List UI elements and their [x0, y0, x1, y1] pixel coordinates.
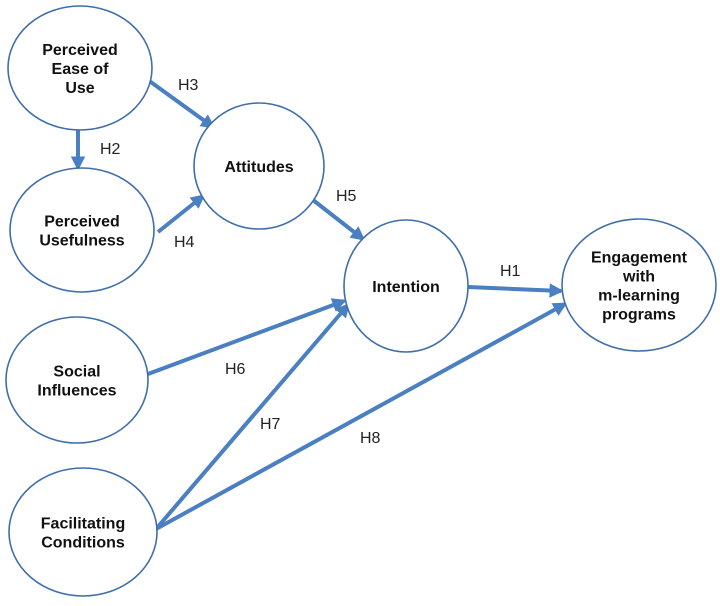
node-circle-facilitating — [8, 467, 158, 597]
node-circle-social — [5, 316, 149, 444]
node-label-line: with — [622, 269, 655, 286]
node-label-line: m-learning — [598, 288, 680, 305]
node-label-line: Perceived — [42, 42, 118, 59]
node-label-line: Influences — [37, 383, 116, 400]
arrow-intention-to-engagement — [467, 283, 564, 298]
node-label-line: Attitudes — [224, 159, 293, 176]
edge-label-h2: H2 — [100, 141, 121, 158]
node-label-line: Ease of — [52, 61, 110, 78]
node-label-attitudes: Attitudes — [224, 159, 293, 176]
node-label-line: Perceived — [44, 214, 120, 231]
node-circle-attitudes — [193, 102, 325, 230]
node-label-line: programs — [602, 307, 676, 324]
arrow-pu-to-attitudes — [156, 194, 206, 234]
edge-label-h6: H6 — [225, 361, 246, 378]
node-label-line: Engagement — [591, 250, 688, 267]
node-label-engagement: Engagement with m-learning programs — [591, 250, 688, 324]
node-circle-intention — [343, 219, 469, 353]
arrow-attitudes-to-intention — [311, 198, 366, 241]
edge-label-h3: H3 — [178, 77, 199, 94]
node-label-line: Social — [53, 364, 100, 381]
node-circle-peou — [7, 5, 153, 131]
node-label-line: Conditions — [41, 535, 125, 552]
node-attitudes: Attitudes — [193, 102, 325, 230]
arrow-social-to-intention — [147, 298, 347, 376]
node-intention: Intention — [343, 219, 469, 353]
edge-label-h4: H4 — [174, 234, 195, 251]
arrow-facilitating-to-engagement — [155, 302, 568, 531]
node-label-line: Usefulness — [39, 233, 124, 250]
node-label-line: Use — [65, 80, 94, 97]
edge-label-h7: H7 — [260, 416, 281, 433]
node-circle-engagement — [561, 218, 717, 352]
edge-label-h8: H8 — [360, 430, 381, 447]
edge-label-h1: H1 — [500, 263, 521, 280]
arrow-facilitating-to-intention — [154, 302, 350, 531]
node-label-intention: Intention — [372, 279, 440, 296]
arrow-peou-to-attitudes — [146, 78, 216, 129]
node-label-line: Intention — [372, 279, 440, 296]
edge-label-h5: H5 — [336, 188, 357, 205]
node-engagement: Engagement with m-learning programs — [561, 218, 717, 352]
node-circle-pu — [9, 167, 155, 293]
node-label-line: Facilitating — [41, 516, 125, 533]
